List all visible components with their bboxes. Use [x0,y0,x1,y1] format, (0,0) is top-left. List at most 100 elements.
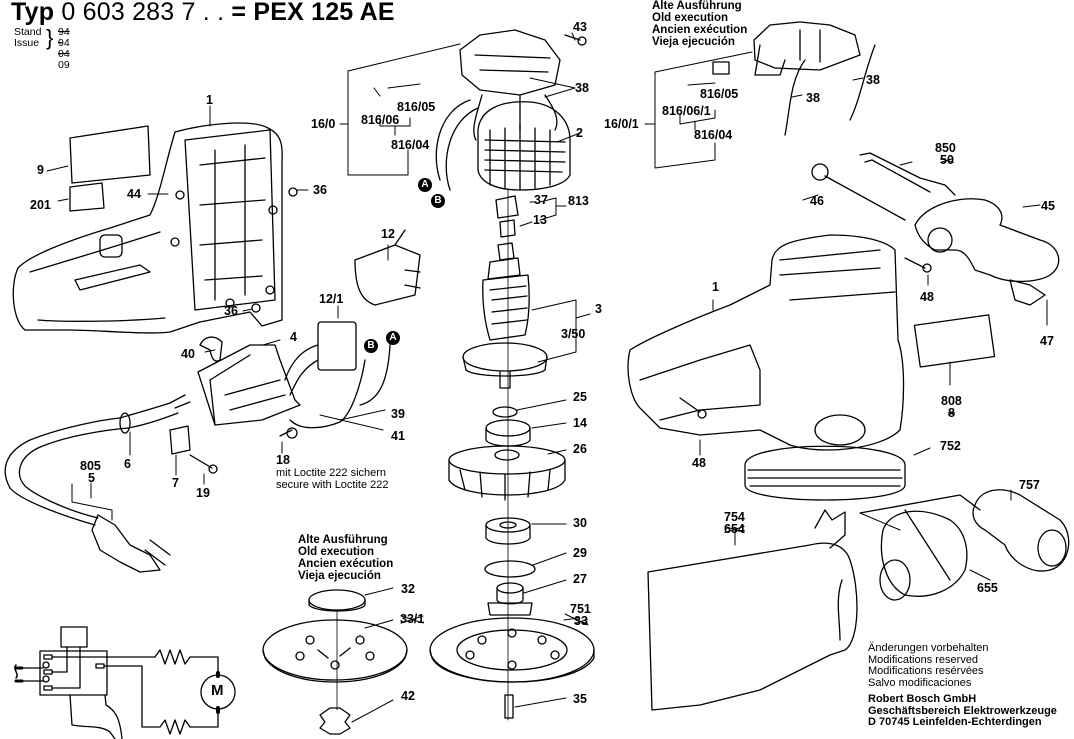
mods-en: Modifications reserved [868,653,979,666]
part-label: 41 [391,429,405,443]
part-label: 39 [391,407,405,421]
superseded-part-number: 654 [724,522,745,536]
part-label: 38 [866,73,880,87]
part-label: 42 [401,689,415,703]
part-label: 752 [940,439,961,453]
model-name: = PEX 125 AE [231,0,395,26]
part-label: 816/04 [694,128,733,142]
part-label: 48 [692,456,706,470]
part-label: 26 [573,442,587,456]
part-label: 6 [124,457,131,471]
fan [448,445,566,501]
superseded-part-number: 33/1 [400,612,425,626]
part-label: 44 [127,187,141,201]
part-label: 25 [573,390,587,404]
sanding-pad-new [429,617,595,683]
part-label: 808 [941,394,962,408]
part-label: 27 [573,572,587,586]
publisher-company: Robert Bosch GmbH [868,693,977,705]
connector-b-marker: B [431,194,445,208]
part-label: 47 [1040,334,1054,348]
assembled-sander [627,234,996,501]
armature [462,242,548,389]
issue-value: 94 - 09 [58,37,70,71]
part-label: 48 [920,290,934,304]
label-plate-201 [69,182,105,212]
part-label: 38 [806,91,820,105]
part-label: 37 [534,193,548,207]
motor-symbol: M [211,682,224,699]
part-label: 35 [573,692,587,706]
part-label: 816/06/1 [662,104,711,118]
publisher-division: Geschäftsbereich Elektrowerkzeuge [868,704,1057,717]
connector-a-marker: A [386,331,400,345]
publisher-address: D 70745 Leinfelden-Echterdingen [868,716,1042,728]
modifications-note: Änderungen vorbehalten Modifications res… [868,642,988,689]
part-label: 16/0 [311,117,336,131]
part-label-superseded: 8 [948,407,955,420]
part-label: 43 [573,20,587,34]
part-label: 36 [224,304,238,318]
connector-a-marker: A [418,178,432,192]
note-de: Alte Ausführung [652,0,742,12]
issue-block: Stand Issue } 94 - 04 94 - 09 [14,26,70,71]
loctite-note: mit Loctite 222 sichern secure with Loct… [276,467,389,491]
type-number: 0 603 283 7 . . [61,0,225,26]
part-label: 1 [206,93,213,107]
part-label: 754 [724,510,745,524]
part-label: 13 [533,213,547,227]
note-fr: Ancien exécution [652,24,748,36]
connector-b-marker: B [364,339,378,353]
part-label: 32 [401,582,415,596]
part-label: 9 [37,163,44,177]
part-label: 5 [88,471,95,485]
part-label: 816/04 [391,138,430,152]
part-label: 40 [181,347,195,361]
part-label: 757 [1019,478,1040,492]
publisher-block: Robert Bosch GmbH Geschäftsbereich Elekt… [868,693,1057,729]
power-cord [4,394,191,573]
part-label: 805 [80,459,101,473]
superseded-part-number: 33 [574,614,588,628]
field-assembly [435,29,571,191]
part-label: 751 [570,602,591,616]
part-label: 816/06 [361,113,400,127]
part-label: 16/0/1 [604,117,639,131]
part-label: 36 [313,183,327,197]
part-label-superseded: 33/1 [400,613,424,626]
page-title: Typ 0 603 283 7 . . = PEX 125 AE [11,0,395,27]
stand-label: Stand [14,26,42,38]
part-label-superseded: 33 [574,615,588,628]
part-label: 816/05 [397,100,436,114]
part-label: 46 [810,194,824,208]
part-label: 18 [276,453,290,467]
housing-shell [12,122,283,334]
side-handle [811,152,1060,306]
part-label: 2 [576,126,583,140]
part-label: 850 [935,141,956,155]
note-es: Vieja ejecución [298,570,381,582]
part-label: 12/1 [319,292,344,306]
superseded-part-number: 50 [940,153,954,167]
switch-module [197,229,421,426]
part-label: 655 [977,581,998,595]
part-label: 38 [575,81,589,95]
loctite-en: secure with Loctite 222 [276,479,389,491]
part-label-superseded: 654 [724,523,745,536]
leader-lines [46,32,1048,723]
part-label: 14 [573,416,587,430]
part-label: 1 [712,280,719,294]
mods-fr: Modifications resérvées [868,665,984,677]
part-label: 816/05 [700,87,739,101]
hose-adapter [972,489,1070,572]
sanding-pad-old [262,619,408,681]
old-execution-note-bottom: Alte Ausführung Old execution Ancien exé… [298,534,393,582]
wiring-schematic [14,626,236,739]
old-execution-note-top: Alte Ausführung Old execution Ancien exé… [652,0,747,48]
note-fr: Ancien exécution [298,558,394,570]
issue-label: Issue [14,37,40,49]
note-de: Alte Ausführung [298,534,388,546]
label-plate-9 [69,125,151,184]
part-label: 29 [573,546,587,560]
